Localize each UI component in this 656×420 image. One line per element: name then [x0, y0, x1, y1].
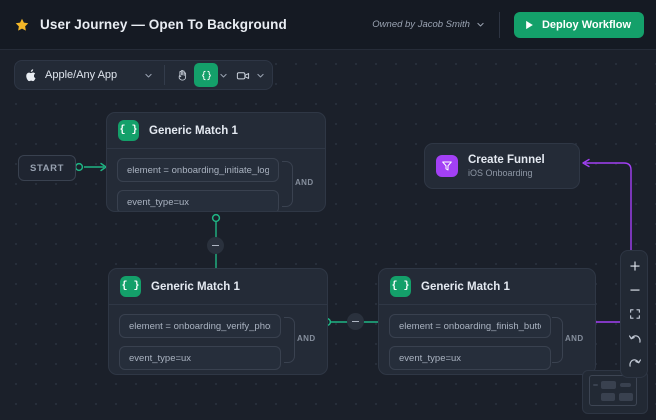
operator-bracket — [284, 317, 295, 363]
funnel-text-group: Create Funnel iOS Onboarding — [468, 154, 545, 178]
minus-icon — [630, 289, 640, 291]
hand-tool-button[interactable] — [170, 63, 194, 87]
app-selector-dropdown[interactable]: Apple/Any App — [19, 63, 159, 87]
minimap-node — [619, 393, 633, 401]
node-generic-match-2[interactable]: { } Generic Match 1 element = onboarding… — [108, 268, 328, 375]
condition-text: event_type=ux — [129, 352, 192, 364]
app-header: User Journey — Open To Background Owned … — [0, 0, 656, 50]
minimap[interactable] — [582, 370, 648, 414]
code-tool-button[interactable] — [194, 63, 218, 87]
condition-row[interactable]: event_type=ux — [389, 346, 551, 370]
condition-text: element = onboarding_verify_phone — [129, 320, 271, 332]
page-title: User Journey — Open To Background — [40, 17, 287, 32]
condition-text: event_type=ux — [127, 196, 190, 208]
deploy-workflow-button[interactable]: Deploy Workflow — [513, 11, 644, 38]
owner-label: Owned by Jacob Smith — [372, 19, 470, 30]
node-title: Generic Match 1 — [421, 280, 510, 293]
chevron-down-icon[interactable] — [219, 71, 228, 80]
minimap-node — [620, 383, 631, 387]
braces-icon: { } — [120, 276, 141, 297]
operator-group: AND — [552, 317, 586, 363]
chevron-down-icon[interactable] — [256, 71, 265, 80]
node-body: element = onboarding_finish_button event… — [379, 305, 595, 374]
condition-text: element = onboarding_finish_button — [399, 320, 541, 332]
fit-to-screen-button[interactable] — [621, 302, 649, 326]
operator-label: AND — [297, 334, 316, 343]
condition-row[interactable]: element = onboarding_finish_button — [389, 314, 551, 338]
funnel-subtitle: iOS Onboarding — [468, 168, 533, 178]
undo-button[interactable] — [621, 326, 649, 350]
braces-icon — [201, 70, 211, 80]
hand-icon — [178, 69, 186, 81]
fit-to-screen-icon — [630, 309, 640, 319]
funnel-icon — [436, 155, 458, 177]
minimap-node — [601, 381, 616, 389]
zoom-out-button[interactable] — [621, 278, 649, 302]
chevron-down-icon — [145, 73, 152, 77]
redo-arrow-icon — [629, 359, 642, 367]
toolbar-divider — [164, 65, 165, 85]
minimap-viewport[interactable] — [589, 375, 637, 406]
operator-bracket — [552, 317, 563, 363]
braces-icon: { } — [390, 276, 411, 297]
workflow-canvas[interactable]: Apple/Any App — [0, 50, 656, 420]
operator-label: AND — [565, 334, 584, 343]
app-selector-label: Apple/Any App — [45, 69, 118, 81]
canvas-toolbar: Apple/Any App — [14, 60, 273, 90]
owner-dropdown[interactable]: Owned by Jacob Smith — [372, 19, 485, 30]
node-header: { } Generic Match 1 — [107, 113, 325, 149]
video-tool-button[interactable] — [231, 63, 255, 87]
condition-row[interactable]: event_type=ux — [119, 346, 281, 370]
start-node-label: START — [30, 162, 64, 174]
node-create-funnel[interactable]: Create Funnel iOS Onboarding — [424, 143, 580, 189]
play-icon — [526, 20, 533, 29]
plus-icon — [630, 261, 640, 271]
minus-icon — [352, 320, 359, 323]
operator-group: AND — [284, 317, 318, 363]
node-generic-match-1[interactable]: { } Generic Match 1 element = onboarding… — [106, 112, 326, 212]
node-body: element = onboarding_initiate_login even… — [107, 149, 325, 211]
code-tool-group — [194, 63, 231, 87]
minus-icon — [212, 244, 219, 247]
undo-arrow-icon — [628, 335, 641, 343]
minimap-node — [593, 384, 598, 386]
edge-collapse-button-vertical[interactable] — [207, 237, 224, 254]
node-title: Generic Match 1 — [151, 280, 240, 293]
edge-collapse-button-horizontal[interactable] — [347, 313, 364, 330]
funnel-title: Create Funnel — [468, 154, 545, 166]
chevron-down-icon — [477, 22, 484, 27]
minimap-node — [601, 393, 615, 401]
node-generic-match-3[interactable]: { } Generic Match 1 element = onboarding… — [378, 268, 596, 375]
star-icon[interactable] — [14, 17, 30, 33]
operator-group: AND — [282, 161, 316, 207]
apple-icon — [26, 68, 36, 81]
header-actions: Owned by Jacob Smith Deploy Workflow — [372, 11, 644, 38]
condition-text: event_type=ux — [399, 352, 462, 364]
video-camera-icon — [236, 71, 249, 79]
node-body: element = onboarding_verify_phone event_… — [109, 305, 327, 374]
condition-row[interactable]: event_type=ux — [117, 190, 279, 211]
braces-icon: { } — [118, 120, 139, 141]
deploy-workflow-label: Deploy Workflow — [541, 18, 631, 31]
condition-text: element = onboarding_initiate_login — [127, 164, 269, 176]
node-header: { } Generic Match 1 — [109, 269, 327, 305]
zoom-in-button[interactable] — [621, 254, 649, 278]
condition-row[interactable]: element = onboarding_initiate_login — [117, 158, 279, 182]
node-header: { } Generic Match 1 — [379, 269, 595, 305]
operator-bracket — [282, 161, 293, 207]
zoom-controls — [620, 250, 648, 378]
funnel-glyph-icon — [442, 161, 452, 171]
start-node[interactable]: START — [18, 155, 76, 181]
node-title: Generic Match 1 — [149, 124, 238, 137]
redo-button[interactable] — [621, 350, 649, 374]
operator-label: AND — [295, 178, 314, 187]
header-divider — [498, 11, 500, 38]
video-tool-group — [231, 63, 268, 87]
condition-row[interactable]: element = onboarding_verify_phone — [119, 314, 281, 338]
